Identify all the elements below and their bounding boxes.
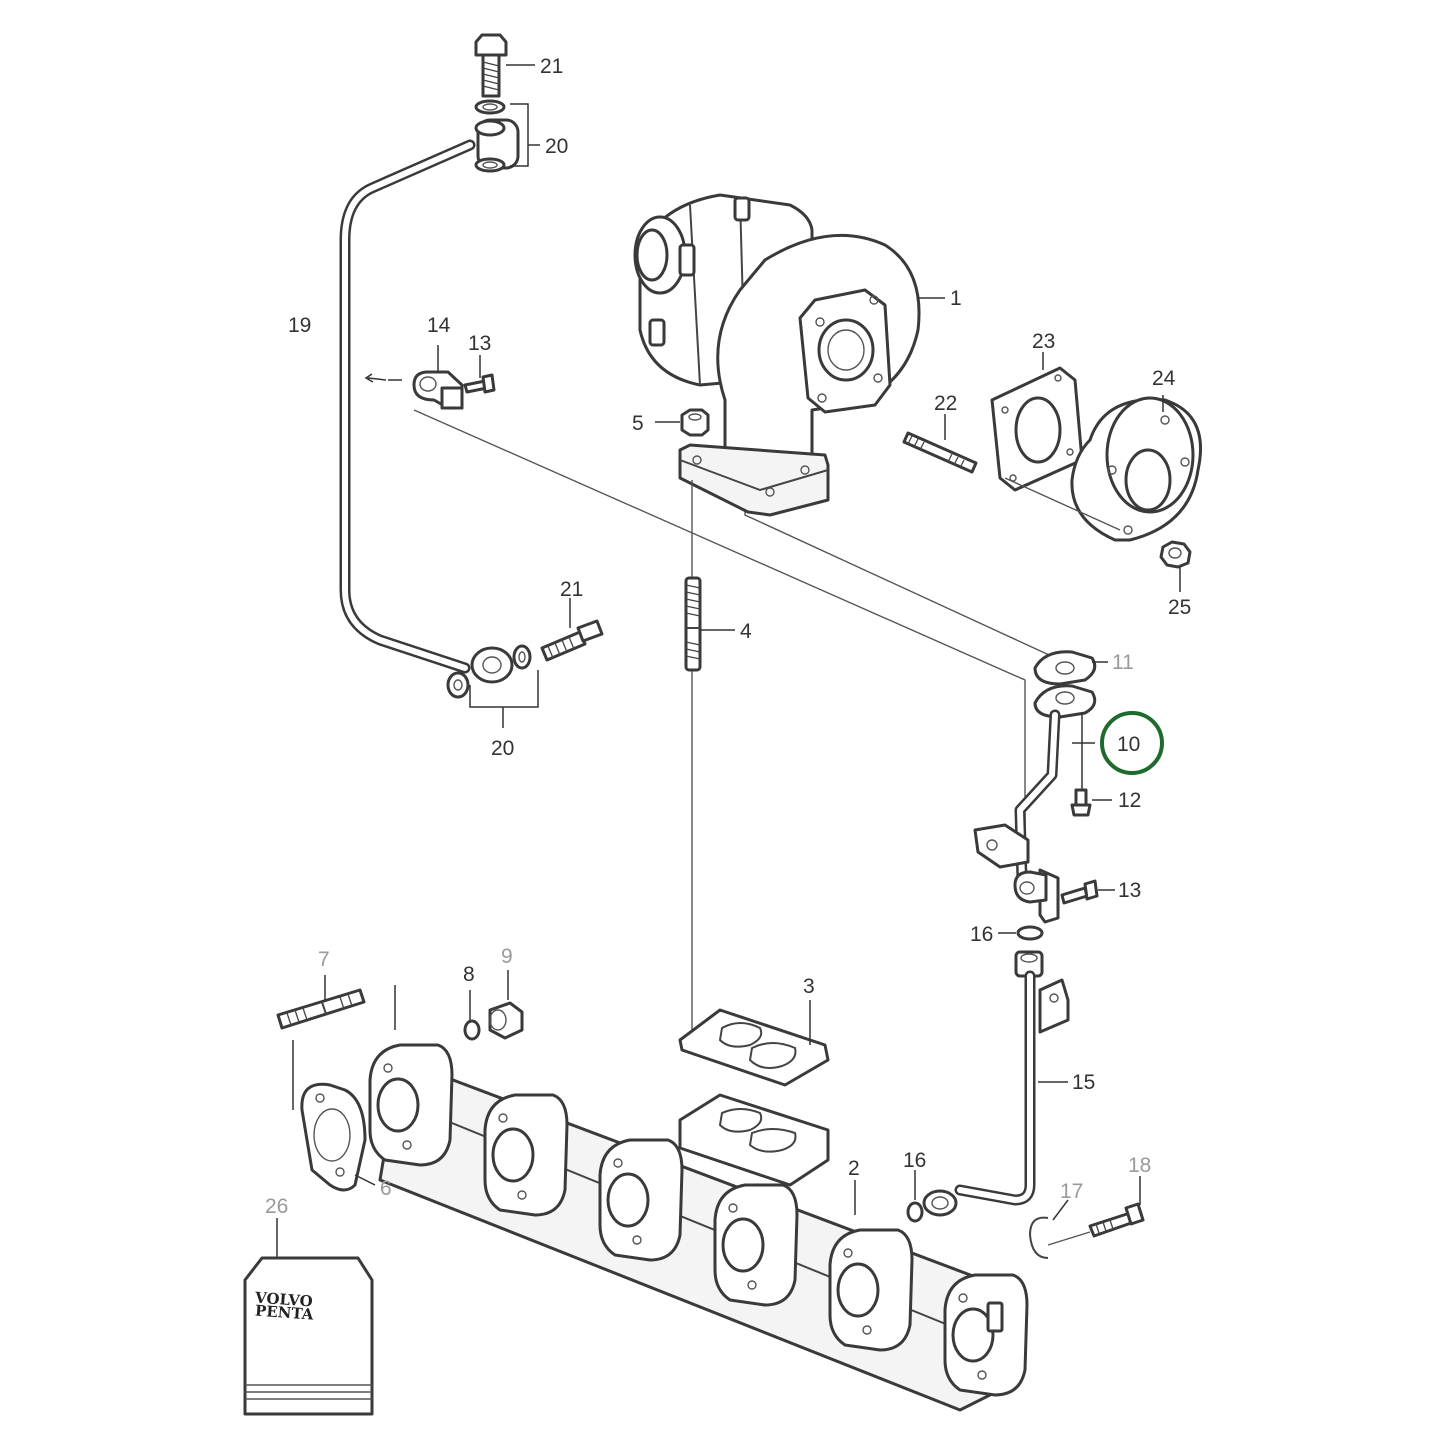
brand-line-1: VOLVO [253,1289,313,1311]
callout-7: 7 [318,948,330,971]
clamp-screw-upper [463,373,496,394]
washer-8 [463,1019,481,1041]
pipe-clamp-upper [412,370,464,410]
callout-8: 8 [463,963,475,986]
pipe-clamp-lower [1013,868,1060,924]
callout-19: 19 [288,314,311,337]
callout-17: 17 [1060,1180,1083,1203]
top-banjo-fitting [474,99,520,173]
callout-21-top: 21 [540,55,563,78]
stud-22 [902,431,978,474]
nut-25 [1159,540,1192,569]
callout-13-top: 13 [468,332,491,355]
nut-5 [680,408,710,437]
volvo-penta-manual: VOLVO PENTA [243,1218,374,1416]
stud-4 [684,576,702,672]
callout-24: 24 [1152,367,1176,390]
bracket-20-top [510,103,540,167]
o-ring-lower [906,1201,924,1223]
callout-22: 22 [934,392,957,415]
callout-16-bottom: 16 [903,1149,926,1172]
callout-11: 11 [1112,651,1134,674]
gasket-23 [990,366,1084,492]
callout-14: 14 [427,314,451,337]
spacer-24 [1070,396,1203,542]
top-banjo-bolt [474,33,508,98]
exhaust-manifold [368,1043,1029,1412]
callout-12: 12 [1118,789,1141,812]
gasket-6 [300,1082,367,1192]
bolt-12 [1070,788,1092,817]
callout-9: 9 [501,945,513,968]
callout-10: 10 [1117,733,1140,756]
highlight-ring [1100,711,1164,775]
clip-17 [1028,1216,1049,1259]
turbocharger [633,193,921,517]
clamp-screw-lower [1060,879,1099,905]
callout-20-bottom: 20 [491,737,514,760]
oil-return-pipe [1014,684,1097,886]
bottom-banjo-bolt [540,619,604,662]
callout-23: 23 [1032,330,1055,353]
pipe-bracket-mid [973,823,1030,869]
callout-5: 5 [632,412,644,435]
return-pipe-lower [922,950,1070,1217]
callout-16-top: 16 [970,923,993,946]
callout-15: 15 [1072,1071,1095,1094]
callout-26: 26 [265,1195,288,1218]
callout-1: 1 [950,287,962,310]
callout-6: 6 [380,1177,392,1200]
stud-7 [276,988,366,1030]
callout-4: 4 [740,620,752,643]
bolt-18 [1088,1202,1145,1238]
callout-20-top: 20 [545,135,568,158]
bottom-banjo-fitting [446,644,532,699]
brand-line-2: PENTA [254,1302,314,1324]
o-ring-upper [1016,925,1044,941]
callout-2: 2 [848,1157,860,1180]
callout-18: 18 [1128,1154,1151,1177]
gasket-11 [1033,650,1097,686]
callout-25: 25 [1168,596,1191,619]
callout-3: 3 [803,975,815,998]
nut-9 [488,1001,524,1040]
callout-13-bottom: 13 [1118,879,1141,902]
gasket-3 [678,1008,830,1087]
oil-feed-pipe [339,139,476,674]
callout-21-bottom: 21 [560,578,583,601]
